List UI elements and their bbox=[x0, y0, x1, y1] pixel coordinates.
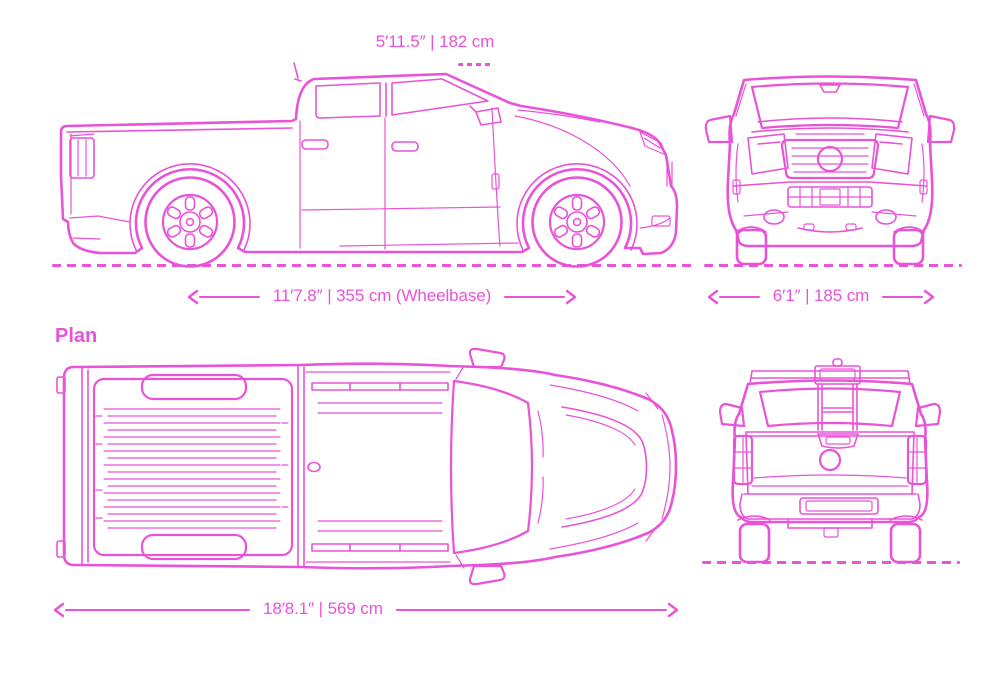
overall-length-dimension-label: 18′8.1″ | 569 cm bbox=[263, 599, 383, 618]
roof-level-dashes bbox=[458, 63, 492, 66]
wheelbase-dimension-label: 11′7.8″ | 355 cm (Wheelbase) bbox=[272, 286, 492, 305]
dimension-line bbox=[395, 608, 667, 612]
arrow-left-icon bbox=[187, 289, 199, 305]
wheelbase-dimension: 11′7.8″ | 355 cm (Wheelbase) bbox=[186, 286, 578, 307]
arrow-right-icon bbox=[667, 602, 679, 618]
plan-view-drawing bbox=[56, 347, 678, 586]
arrow-right-icon bbox=[923, 289, 935, 305]
rear-view-drawing bbox=[718, 358, 942, 564]
front-view-drawing bbox=[704, 75, 956, 266]
arrow-left-icon bbox=[707, 289, 719, 305]
dimension-line bbox=[504, 295, 565, 299]
plan-section-label: Plan bbox=[55, 325, 98, 347]
height-dimension-label: 5′11.5″ | 182 cm bbox=[375, 32, 495, 51]
side-view-drawing bbox=[59, 62, 679, 268]
overall-length-dimension: 18′8.1″ | 569 cm bbox=[52, 599, 680, 620]
dimension-line bbox=[719, 295, 760, 299]
front-width-dimension-label: 6′1″ | 185 cm bbox=[772, 286, 870, 305]
dimension-line bbox=[65, 608, 250, 612]
ground-line-rear bbox=[702, 561, 960, 564]
dimension-line bbox=[199, 295, 260, 299]
arrow-right-icon bbox=[565, 289, 577, 305]
dimension-line bbox=[882, 295, 923, 299]
front-width-dimension: 6′1″ | 185 cm bbox=[706, 286, 936, 307]
arrow-left-icon bbox=[53, 602, 65, 618]
ground-line-front bbox=[704, 264, 962, 267]
ground-line-side bbox=[52, 264, 694, 267]
